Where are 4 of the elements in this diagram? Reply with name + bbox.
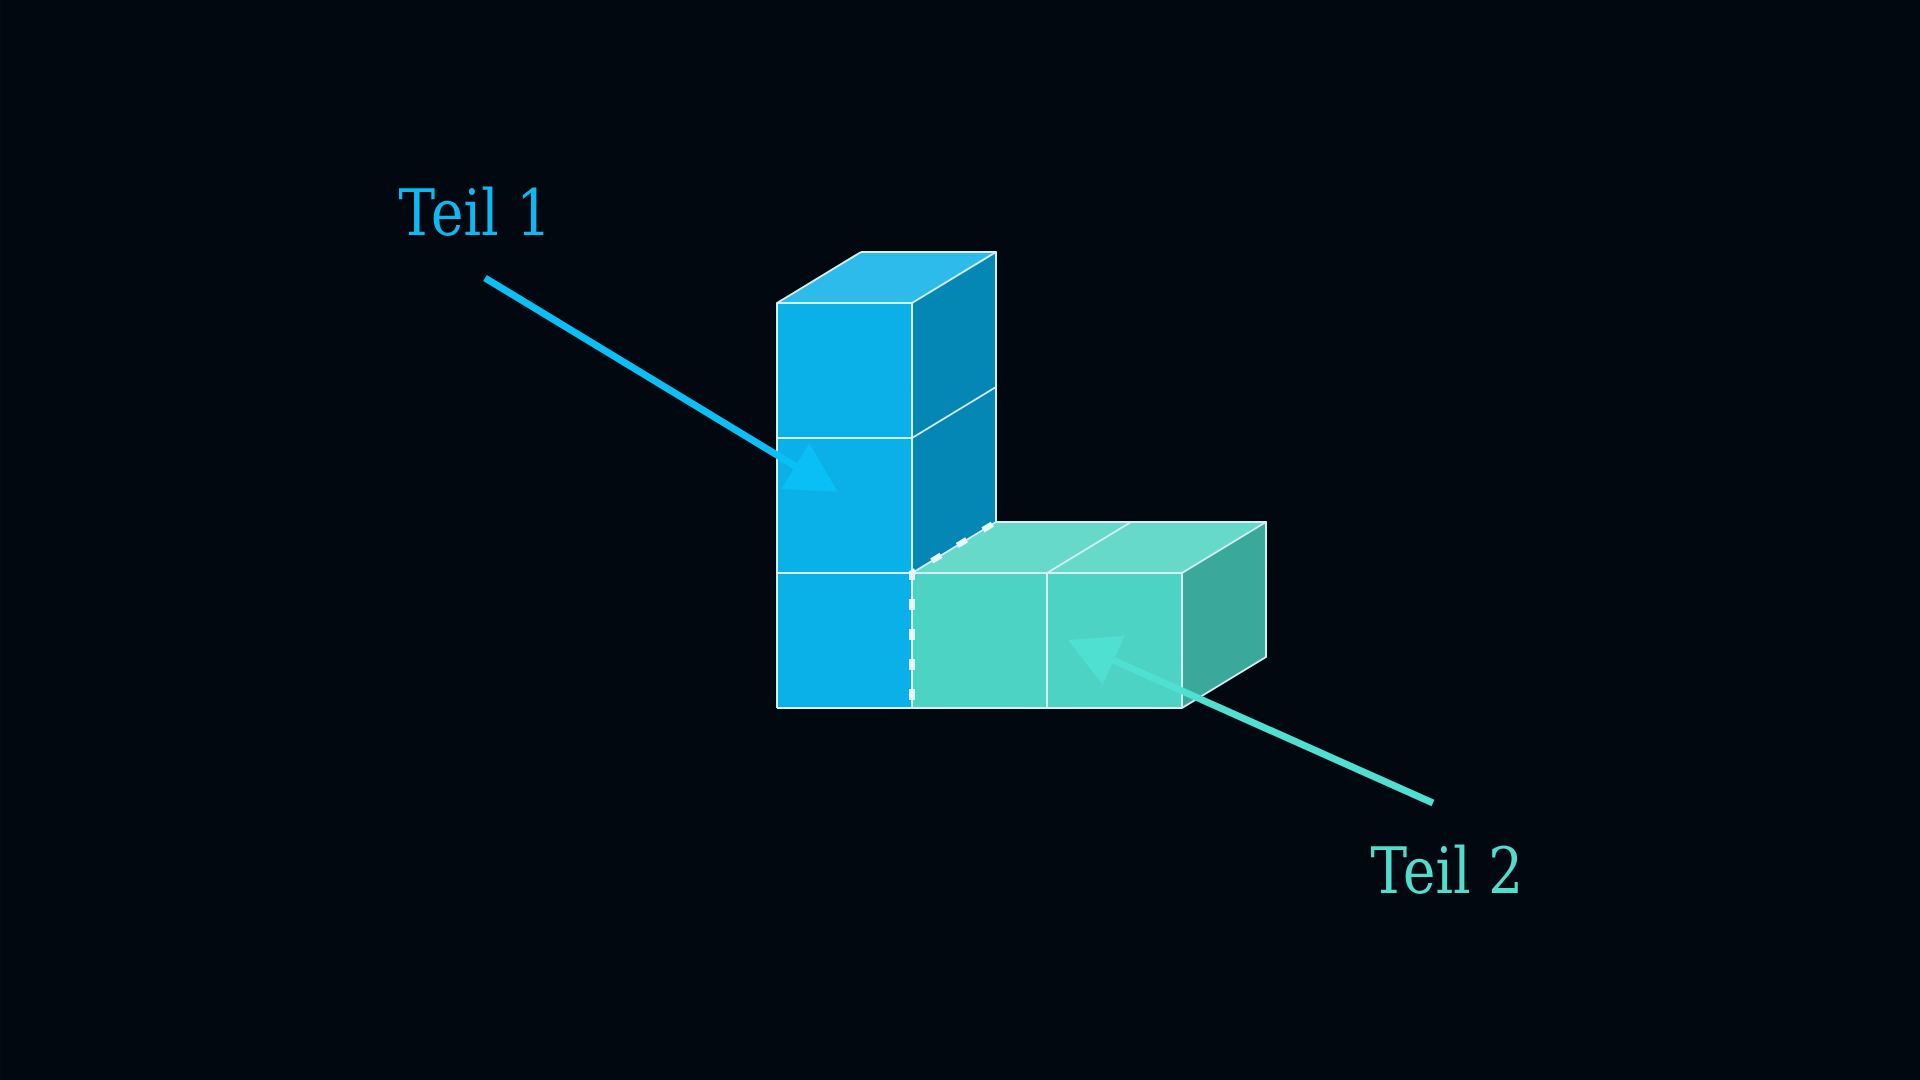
part-label: Teil 1 bbox=[398, 186, 544, 236]
part-label: Teil 2 bbox=[1370, 844, 1518, 894]
cube-stack bbox=[776, 251, 997, 709]
cube-stack bbox=[909, 519, 1267, 709]
